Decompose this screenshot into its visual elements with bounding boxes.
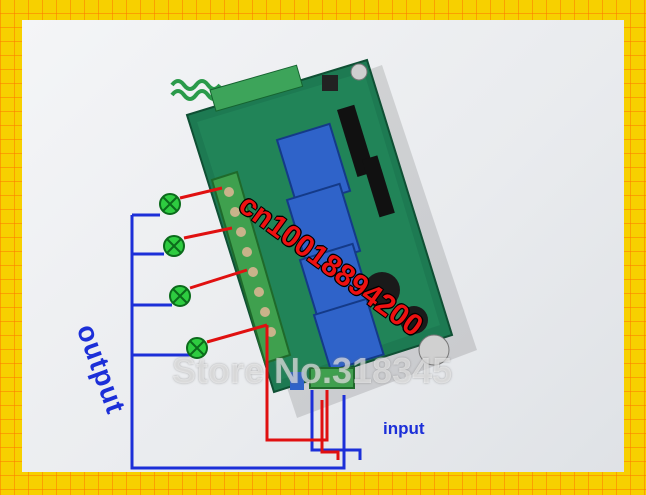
lamp-icon [186, 337, 208, 359]
board-hole [418, 334, 450, 366]
lamp-icon [163, 235, 185, 257]
relay-group [275, 122, 385, 372]
capacitor [400, 306, 428, 334]
lamp-icon [169, 285, 191, 307]
antenna [170, 64, 304, 112]
fuse [290, 372, 304, 390]
ic-chip-2 [362, 155, 395, 218]
relay [312, 297, 385, 372]
wire-blue [130, 213, 362, 470]
live-label: L [358, 470, 367, 472]
capacitor [364, 272, 400, 308]
neutral-label: N [396, 470, 407, 472]
board-hole [350, 63, 368, 81]
push-button [322, 75, 338, 91]
store-watermark: Store No.318345 [172, 350, 453, 391]
ic-chip [337, 104, 375, 177]
wire-red [179, 186, 340, 460]
input-label: input [383, 419, 425, 438]
input-terminal [309, 367, 355, 389]
photo-drawing [130, 58, 477, 470]
lamp-icon [159, 193, 181, 215]
product-photo: Store No.318345 cn10018894200 output inp… [22, 20, 624, 472]
